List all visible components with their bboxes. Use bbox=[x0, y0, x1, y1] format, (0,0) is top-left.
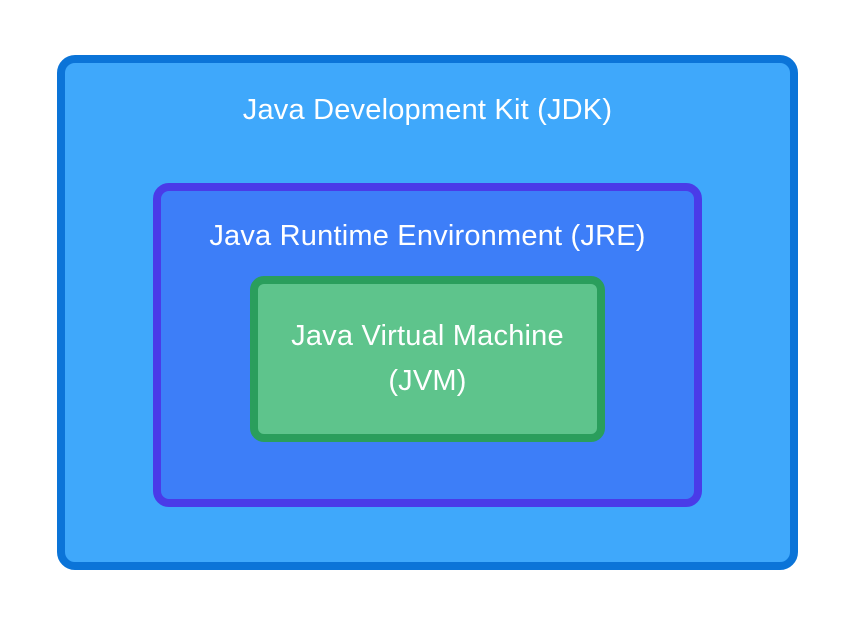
jre-label: Java Runtime Environment (JRE) bbox=[209, 220, 646, 252]
jvm-box: Java Virtual Machine (JVM) bbox=[250, 276, 605, 442]
jvm-label-line-2: (JVM) bbox=[388, 365, 467, 397]
jdk-box: Java Development Kit (JDK) Java Runtime … bbox=[57, 55, 798, 570]
jvm-label-line-1: Java Virtual Machine bbox=[291, 320, 564, 352]
jdk-label: Java Development Kit (JDK) bbox=[242, 94, 613, 126]
jre-box: Java Runtime Environment (JRE) Java Virt… bbox=[153, 183, 702, 507]
